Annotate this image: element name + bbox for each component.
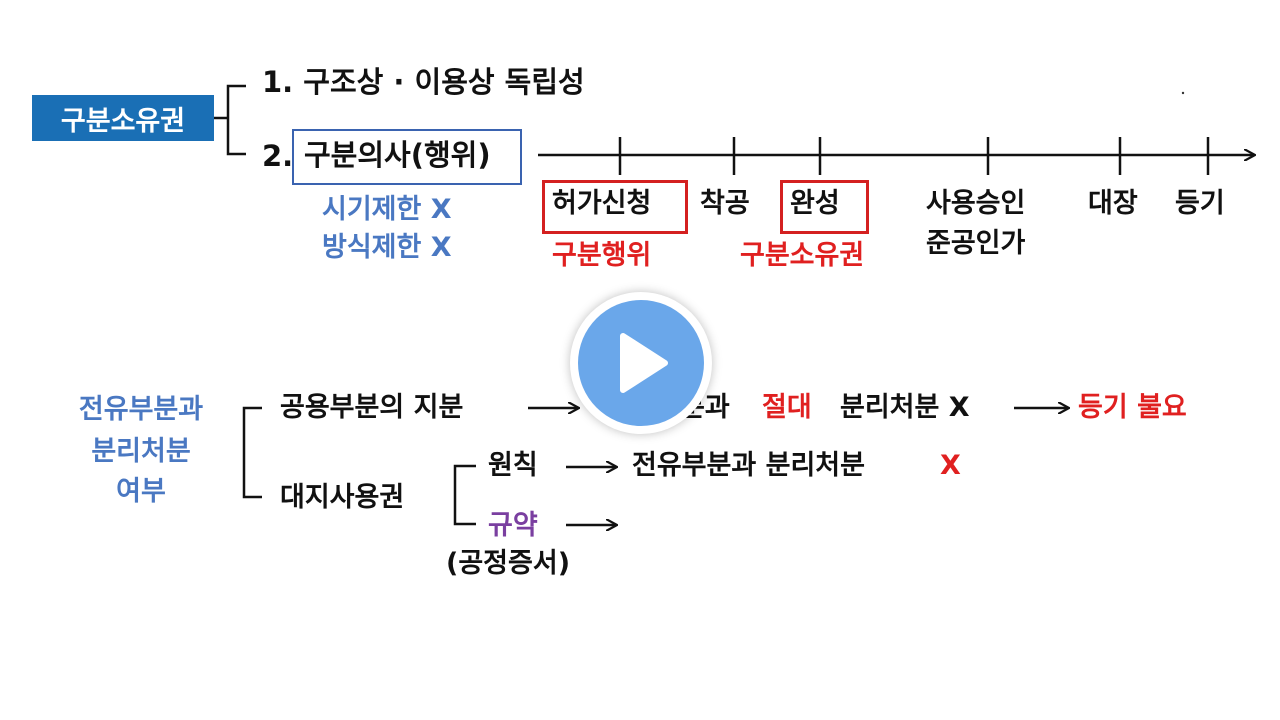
time-limit-label: 시기제한 X	[322, 194, 452, 225]
step-approval: 사용승인	[926, 188, 1026, 219]
step-completion-sub: 구분소유권	[740, 240, 865, 271]
sub-bylaw: 규약	[488, 510, 538, 541]
play-button[interactable]	[570, 292, 712, 434]
top-bracket-icon	[226, 84, 246, 156]
sub-bylaw-note: (공정증서)	[446, 548, 571, 579]
play-button-circle[interactable]	[578, 300, 704, 426]
step-registration: 등기	[1175, 188, 1225, 219]
branch-common-final: 등기 불요	[1078, 392, 1187, 423]
permit-box	[542, 180, 688, 234]
branch-common-share: 공용부분의 지분	[280, 392, 464, 423]
bottom-bracket-icon	[242, 406, 262, 499]
branch-common-result-b: 분리처분 X	[840, 392, 970, 423]
item-2-label: 구분의사(행위)	[304, 138, 491, 172]
play-icon	[620, 333, 668, 393]
item-1: 1. 구조상 · 이용상 독립성	[262, 65, 585, 99]
item-2-box	[292, 129, 522, 185]
item-2-number: 2.	[262, 139, 294, 173]
sub-principle-x: X	[940, 450, 961, 481]
sub-principle-result: 전유부분과 분리처분	[632, 450, 865, 481]
root-line-2: 분리처분	[91, 436, 191, 467]
title-label: 구분소유권	[32, 95, 214, 141]
sub-bracket-icon	[453, 464, 476, 526]
completion-box	[780, 180, 869, 234]
step-ledger: 대장	[1088, 188, 1138, 219]
branch-common-result-absolute: 절대	[762, 392, 812, 423]
step-start: 착공	[700, 188, 750, 219]
sub-principle: 원칙	[488, 450, 538, 481]
step-permit: 허가신청	[552, 188, 652, 219]
branch-land-use-right: 대지사용권	[280, 482, 405, 513]
step-approval-2: 준공인가	[926, 228, 1026, 259]
step-completion: 완성	[790, 188, 840, 219]
step-permit-sub: 구분행위	[552, 240, 652, 271]
root-line-1: 전유부분과	[78, 394, 204, 425]
root-line-3: 여부	[116, 476, 166, 507]
method-limit-label: 방식제한 X	[322, 232, 452, 263]
